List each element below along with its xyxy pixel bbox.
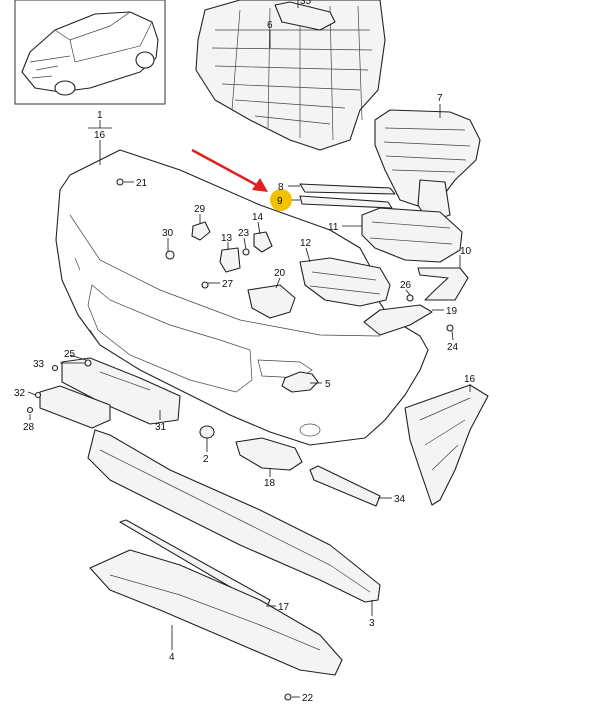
callout-10: 10: [460, 246, 472, 257]
callout-19: 19: [446, 306, 458, 317]
callout-22: 22: [302, 693, 314, 704]
screw-27: [201, 281, 209, 289]
car-icon: [21, 11, 159, 96]
callout-7: 7: [437, 93, 443, 104]
callout-33: 33: [33, 359, 45, 370]
screw-33: [51, 364, 59, 372]
vehicle-thumbnail: [14, 0, 166, 105]
clip-14: [253, 231, 273, 253]
mount-bracket-19: [363, 304, 433, 336]
screw-28: [26, 406, 34, 414]
callout-5: 5: [325, 379, 331, 390]
trim-strip-34: [309, 465, 381, 507]
callout-3: 3: [369, 618, 375, 629]
upper-grille: [195, 0, 386, 151]
trim-strip-17: [119, 519, 271, 609]
callout-30: 30: [162, 228, 174, 239]
callout-17: 17: [278, 602, 290, 613]
license-plate-plate: [39, 385, 111, 429]
clip-29: [191, 221, 211, 241]
callout-18: 18: [264, 478, 276, 489]
callout-2: 2: [203, 454, 209, 465]
callout-1: 1: [97, 110, 103, 121]
callout-6: 6: [267, 20, 273, 31]
callout-8: 8: [278, 182, 284, 193]
trim-strip-8: [299, 183, 396, 195]
callout-21: 21: [136, 178, 148, 189]
callout-4: 4: [169, 652, 175, 663]
callout-13: 13: [221, 233, 233, 244]
callout-31: 31: [155, 422, 167, 433]
clip-13: [219, 247, 241, 273]
callout-24: 24: [447, 342, 459, 353]
callout-16-top: 16: [94, 130, 106, 141]
callout-35: 35: [300, 0, 312, 7]
callout-26: 26: [400, 280, 412, 291]
air-intake-grille-12: [299, 257, 391, 307]
highlight-marker: [270, 189, 292, 211]
side-bracket-16: [404, 384, 489, 506]
trim-strip-9: [299, 195, 393, 209]
callout-11: 11: [328, 222, 339, 233]
screw-22: [284, 693, 292, 701]
callout-labels: 1 16 21 6 35 7 8 9 29 14 30 13 23 11 12 …: [14, 0, 476, 704]
screw-24: [446, 324, 454, 332]
callout-14: 14: [252, 212, 264, 223]
callout-32: 32: [14, 388, 26, 399]
tow-hook-cover: [199, 425, 215, 439]
callout-25: 25: [64, 349, 76, 360]
callout-23: 23: [238, 228, 250, 239]
screw-25: [84, 359, 92, 367]
callout-27: 27: [222, 279, 234, 290]
callout-29: 29: [194, 204, 206, 215]
callout-12: 12: [300, 238, 312, 249]
callout-28: 28: [23, 422, 35, 433]
callout-9: 9: [277, 196, 283, 207]
lower-spoiler-3: [87, 429, 381, 603]
red-arrow-indicator: [191, 148, 268, 192]
top-clip-part: [274, 1, 336, 31]
callout-34: 34: [394, 494, 406, 505]
screw-23: [242, 248, 250, 256]
fog-lamp-bezel: [281, 371, 319, 393]
trim-piece-10: [417, 267, 469, 301]
underbody-panel-4: [89, 549, 343, 676]
fog-trim-18: [235, 437, 303, 471]
callout-20: 20: [274, 268, 286, 279]
bracket-20: [247, 284, 296, 319]
screw-26: [406, 294, 414, 302]
nut-30: [165, 250, 175, 260]
screw-32: [34, 391, 42, 399]
license-plate-bracket: [61, 357, 181, 425]
callout-16-right: 16: [464, 374, 476, 385]
air-intake-grille-11: [361, 207, 463, 263]
screw-21: [116, 178, 124, 186]
